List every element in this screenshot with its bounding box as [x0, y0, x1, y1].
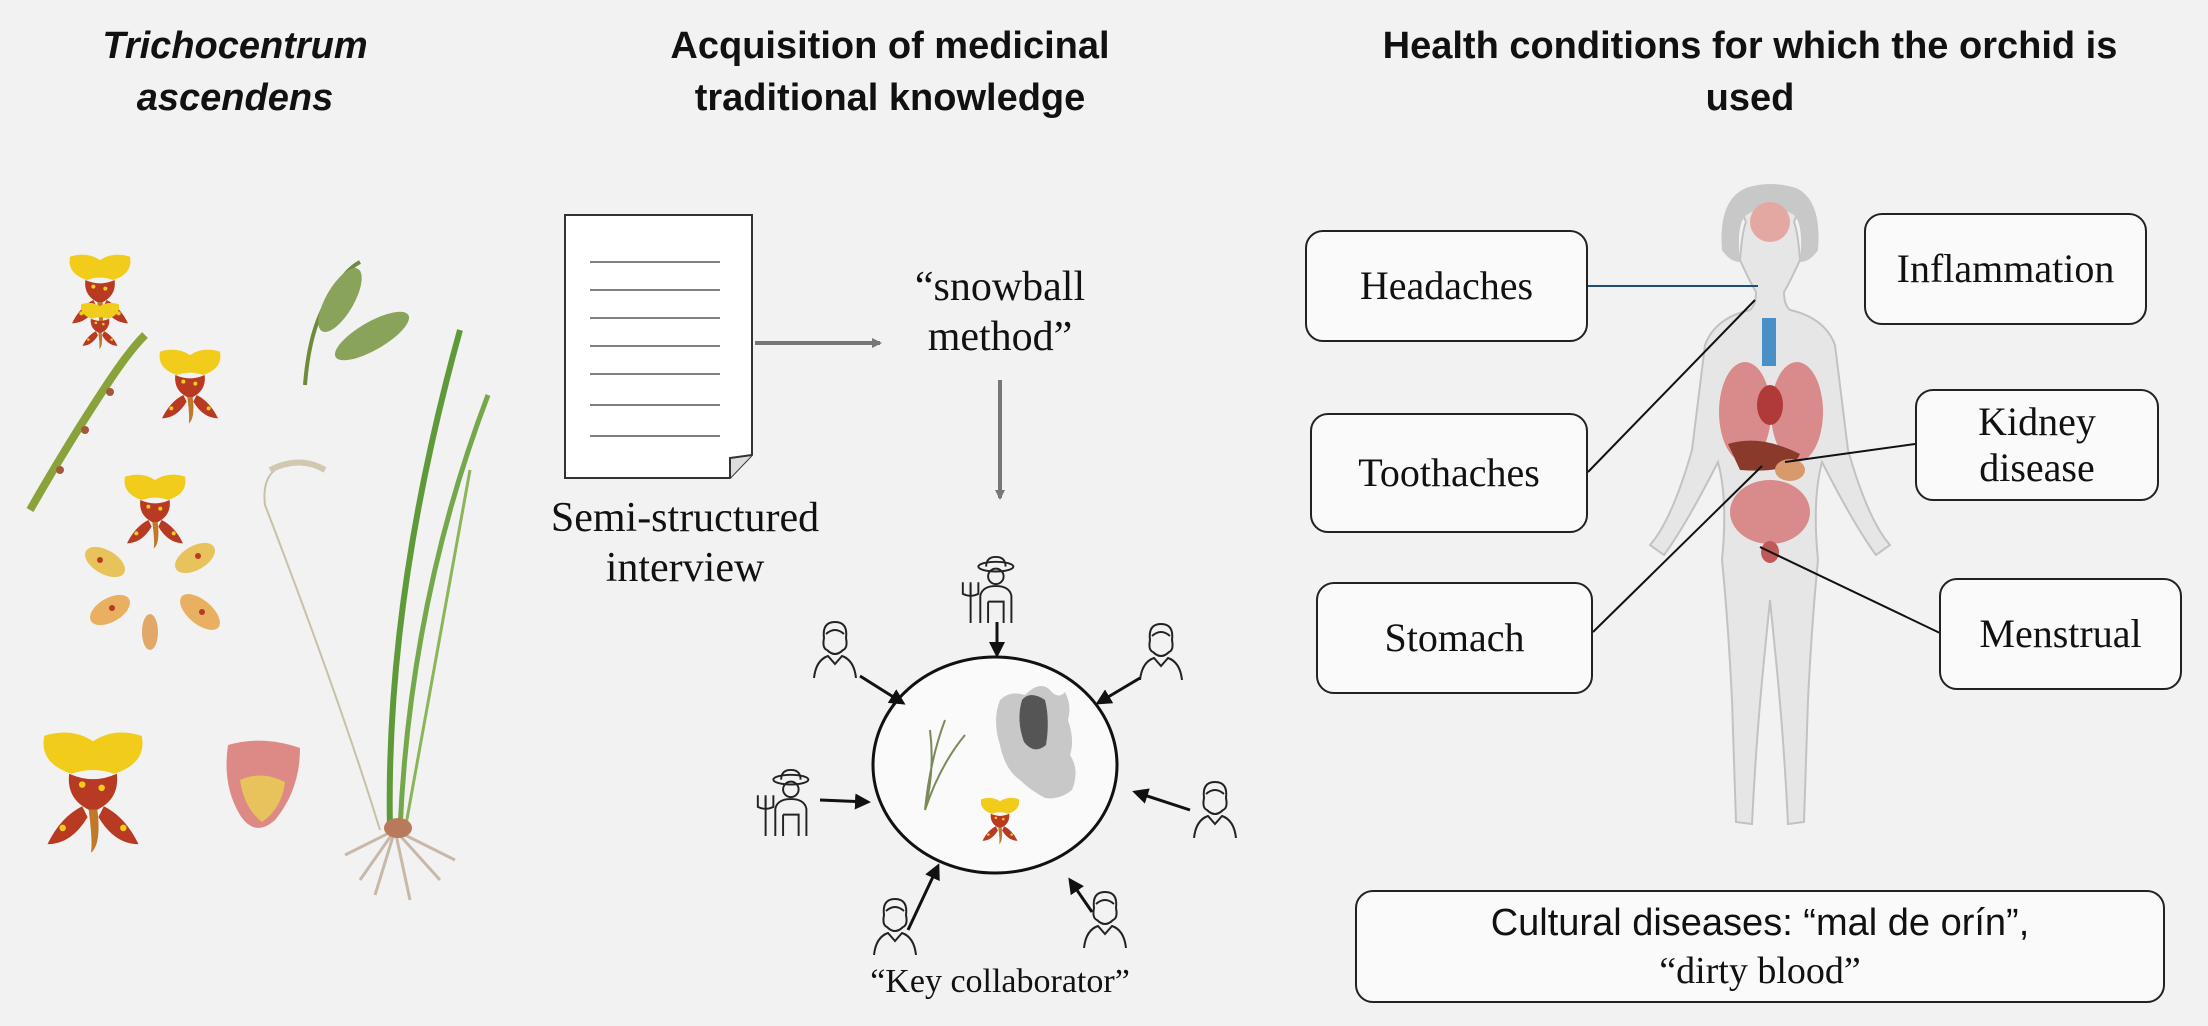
panel1-title-line2: ascendens: [136, 77, 334, 119]
cultural-diseases-box: Cultural diseases: “mal de orín”, “dirty…: [1355, 890, 2165, 1003]
farmer-icon-left: [756, 768, 810, 836]
orchid-whole-plant: [263, 329, 491, 901]
panel2-title-line2: traditional knowledge: [694, 77, 1086, 119]
orchid-flower-front: [43, 732, 143, 853]
panel2-title-line1: Acquisition of medicinal: [670, 25, 1110, 67]
orchid-flower-parts: [85, 474, 220, 650]
person-icon-right: [1193, 781, 1237, 838]
condition-kidney-disease: Kidney disease: [1915, 389, 2159, 501]
orchid-seed-capsules: [303, 260, 410, 386]
panel2-title: Acquisition of medicinal traditional kno…: [560, 20, 1220, 124]
person-icon-bottom-right: [1083, 891, 1127, 948]
interview-line2: interview: [605, 545, 765, 591]
snowball-line1: “snowball: [914, 264, 1086, 310]
condition-toothaches: Toothaches: [1310, 413, 1588, 533]
condition-menstrual: Menstrual: [1939, 578, 2182, 690]
panel3-title-line2: used: [1705, 77, 1795, 119]
panel1-title-line1: Trichocentrum: [102, 25, 368, 67]
toothaches-label: Toothaches: [1358, 450, 1540, 495]
key-collaborator-label: “Key collaborator”: [870, 963, 1130, 1000]
snowball-line2: method”: [927, 314, 1073, 360]
document-icon: [564, 214, 753, 479]
semi-structured-interview-label: Semi-structured interview: [520, 493, 850, 593]
panel3-title: Health conditions for which the orchid i…: [1300, 20, 2200, 124]
panel1-title: Trichocentrum ascendens: [40, 20, 430, 124]
orchid-flower-side: [226, 740, 300, 828]
condition-headaches: Headaches: [1305, 230, 1588, 342]
kidney-line2: disease: [1979, 445, 2095, 490]
community-circle: [871, 655, 1119, 875]
kidney-line1: Kidney: [1978, 399, 2096, 444]
person-icon-upper-left: [813, 621, 857, 678]
snowball-method-label: “snowball method”: [880, 262, 1120, 362]
farmer-icon-top: [961, 555, 1015, 623]
menstrual-label: Menstrual: [1979, 611, 2142, 656]
interview-line1: Semi-structured: [550, 495, 820, 541]
internal-organs: [1719, 202, 1823, 563]
cultural-line1: Cultural diseases: “mal de orín”,: [1490, 901, 2030, 944]
condition-inflammation: Inflammation: [1864, 213, 2147, 325]
inflammation-label: Inflammation: [1896, 246, 2115, 291]
condition-stomach: Stomach: [1316, 582, 1593, 694]
collaborator-arrows: [819, 622, 1191, 931]
stomach-label: Stomach: [1384, 615, 1525, 660]
headaches-label: Headaches: [1359, 263, 1534, 308]
condition-connector-lines: [1587, 285, 1943, 635]
panel3-title-line1: Health conditions for which the orchid i…: [1382, 25, 2118, 67]
person-icon-upper-right: [1139, 623, 1183, 680]
orchid-inflorescence: [26, 254, 221, 512]
cultural-line2: “dirty blood”: [1659, 949, 1861, 992]
